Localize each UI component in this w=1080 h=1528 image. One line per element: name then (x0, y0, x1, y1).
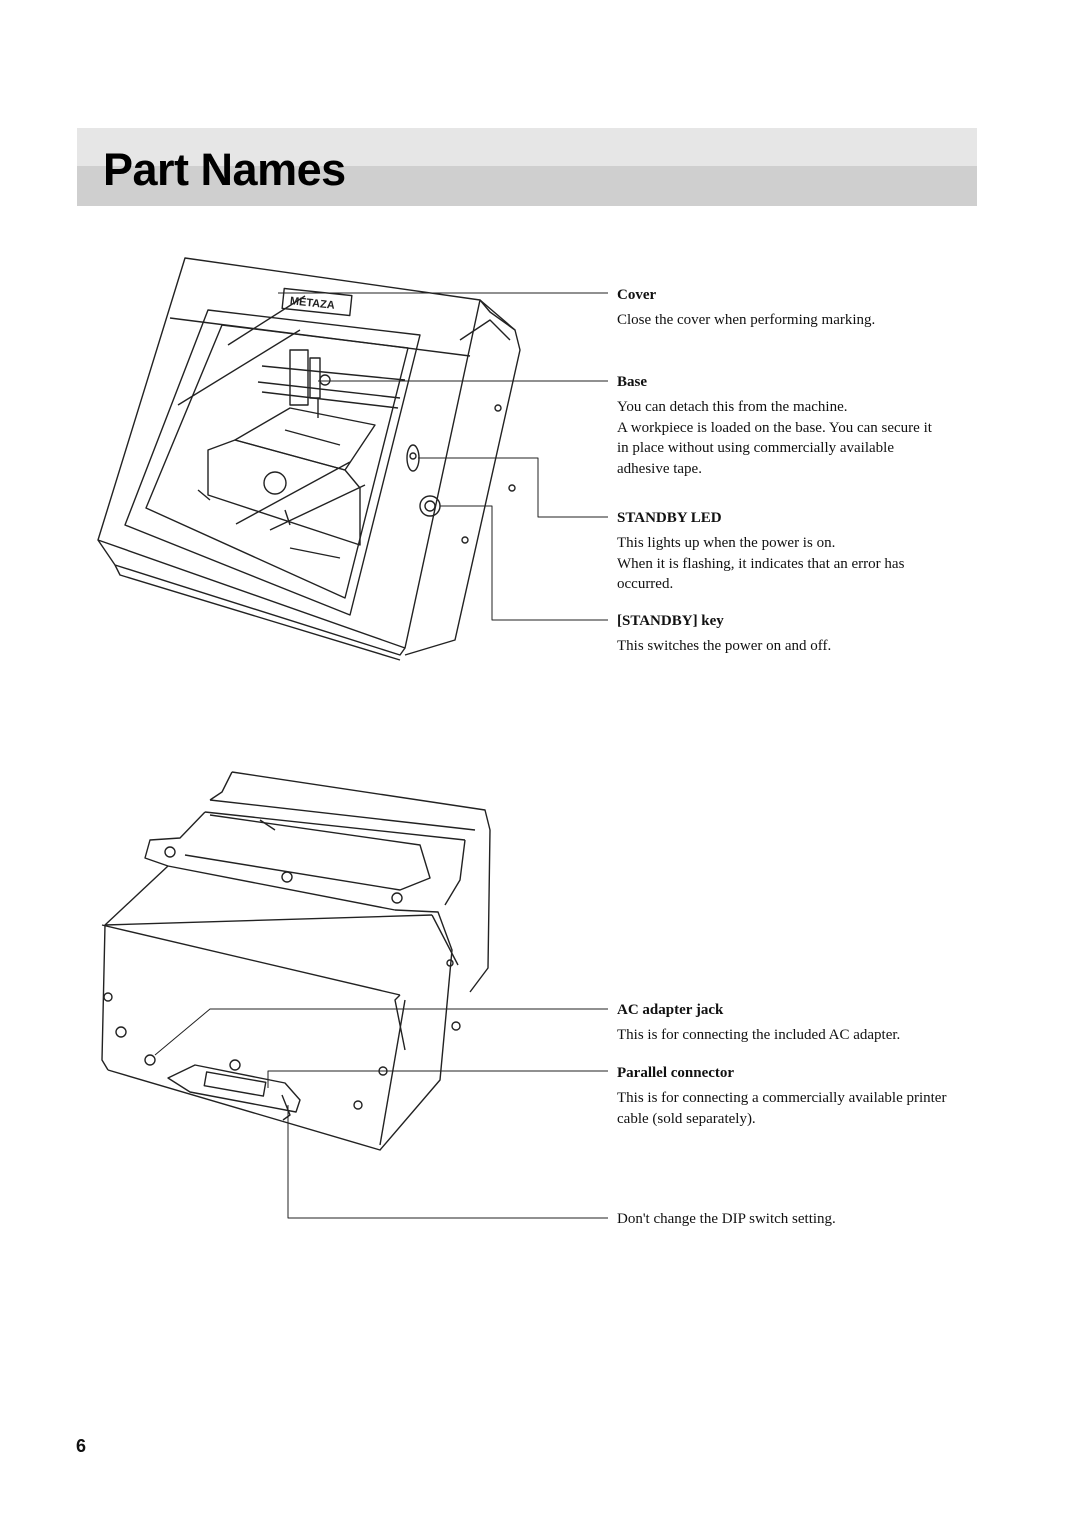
part-description: A workpiece is loaded on the base. You c… (617, 419, 932, 436)
part-description: When it is flashing, it indicates that a… (617, 555, 905, 572)
part-title: STANDBY LED (617, 510, 722, 526)
title-bar (77, 128, 977, 206)
part-description: This is for connecting a commercially av… (617, 1090, 947, 1106)
part-title: Cover (617, 287, 657, 303)
part-standby-led: STANDBY LED This lights up when the powe… (617, 508, 987, 595)
part-description: Don't change the DIP switch setting. (617, 1211, 836, 1227)
front-view-illustration: METAZA (97, 257, 608, 661)
part-standby-key: [STANDBY] key This switches the power on… (617, 611, 987, 657)
part-title: Base (617, 374, 647, 390)
part-description: adhesive tape. (617, 460, 702, 477)
part-dip-switch: Don't change the DIP switch setting. (617, 1209, 987, 1230)
page-title: Part Names (103, 144, 346, 195)
part-title: Parallel connector (617, 1065, 735, 1081)
rear-view-illustration (101, 771, 608, 1219)
part-base: Base You can detach this from the machin… (617, 372, 987, 479)
part-title: AC adapter jack (617, 1002, 724, 1018)
part-description: occurred. (617, 576, 674, 592)
part-cover: Cover Close the cover when performing ma… (617, 285, 987, 331)
page-number: 6 (76, 1436, 87, 1456)
part-title: [STANDBY] key (617, 613, 724, 629)
part-parallel-connector: Parallel connector This is for connectin… (617, 1063, 987, 1129)
part-description: You can detach this from the machine. (617, 399, 848, 415)
part-description: This lights up when the power is on. (617, 535, 836, 551)
part-ac-adapter-jack: AC adapter jack This is for connecting t… (617, 1000, 987, 1046)
part-description: cable (sold separately). (617, 1110, 756, 1127)
part-description: in place without using commercially avai… (617, 440, 894, 456)
part-description: Close the cover when performing marking. (617, 312, 876, 328)
part-description: This is for connecting the included AC a… (617, 1027, 901, 1043)
part-description: This switches the power on and off. (617, 638, 832, 654)
